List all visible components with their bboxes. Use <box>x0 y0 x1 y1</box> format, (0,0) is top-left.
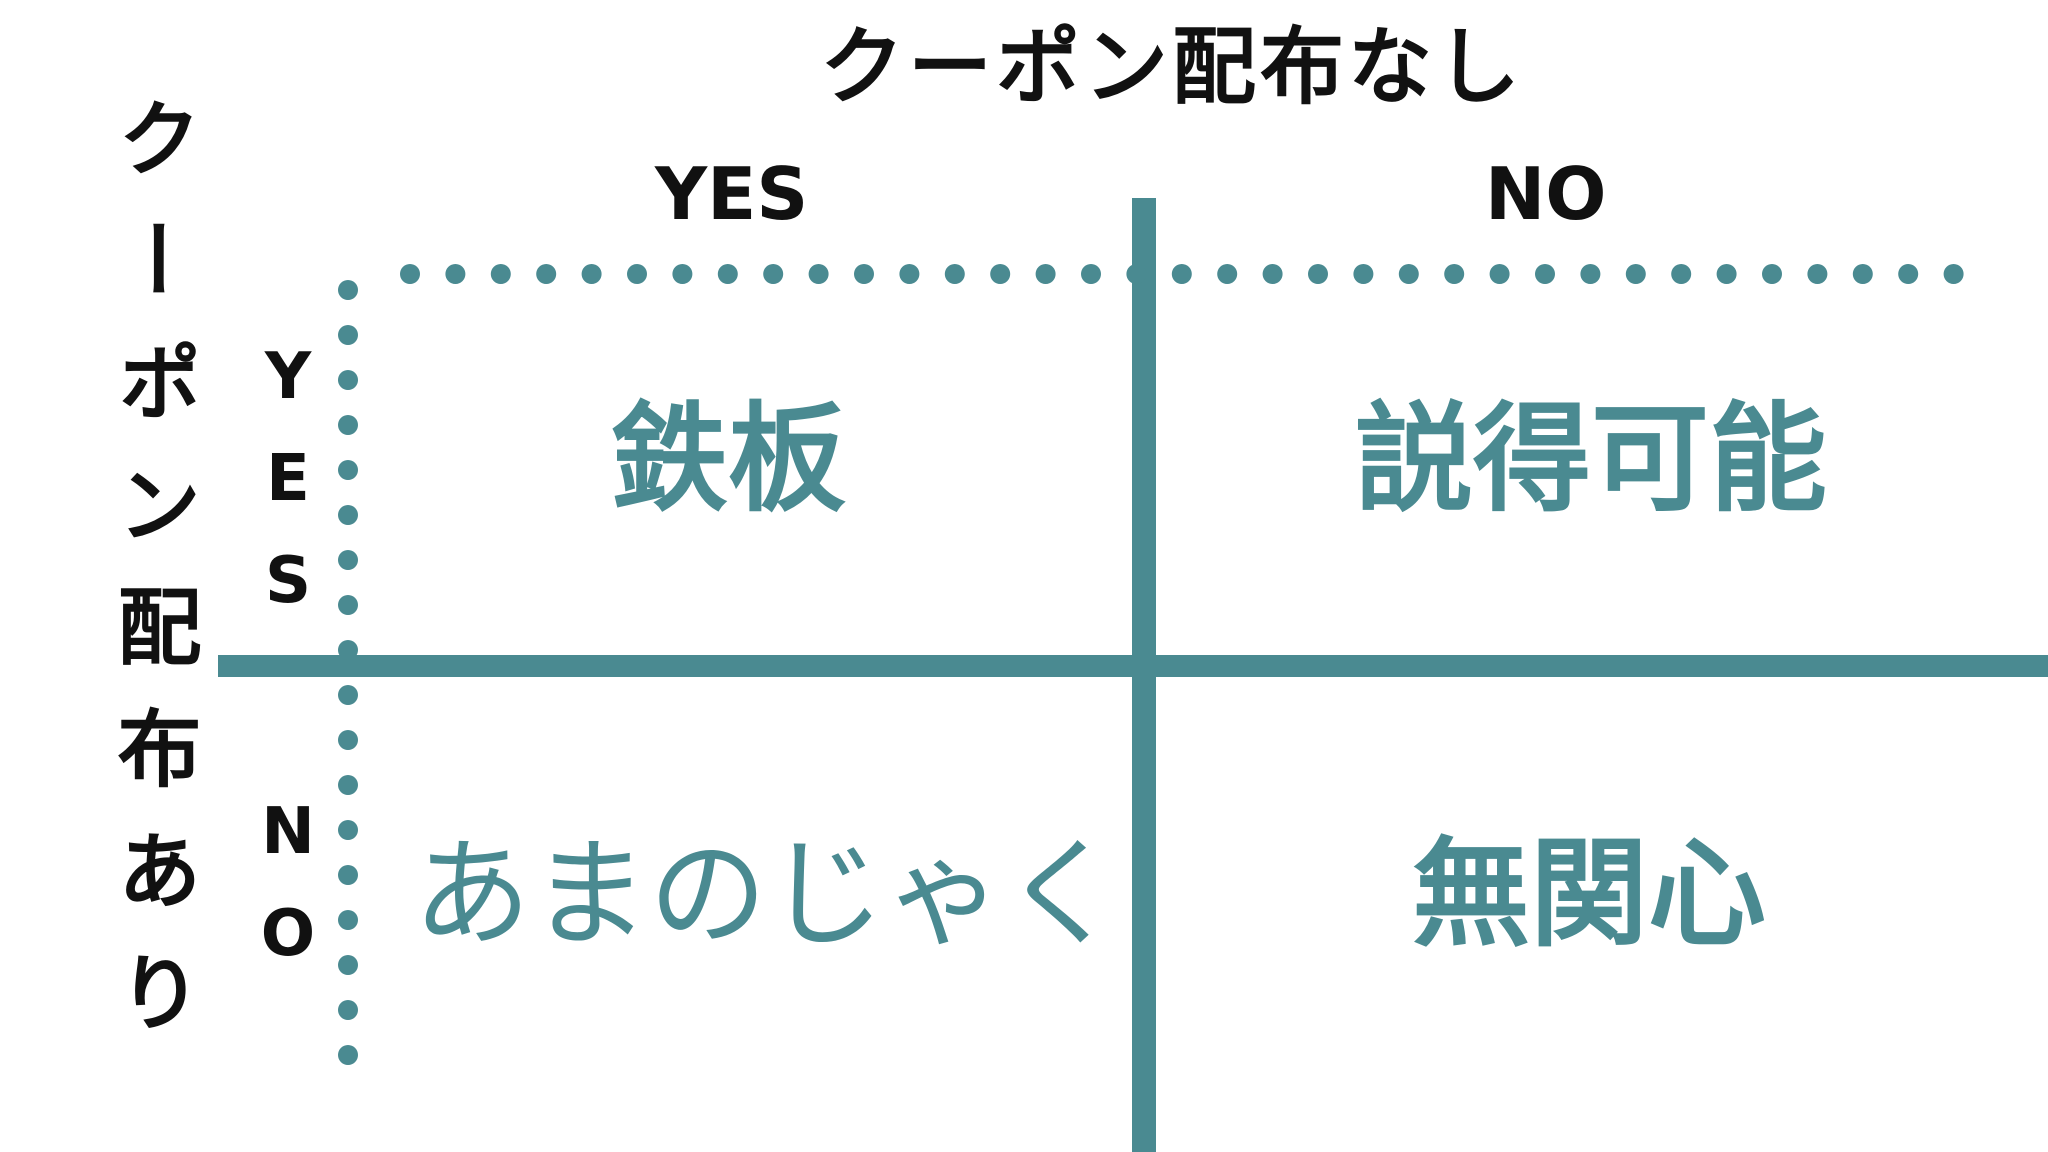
row-label-yes: YES <box>251 340 325 646</box>
top-axis-title: クーポン配布なし <box>820 18 1525 116</box>
quadrant-top-left: 鉄板 <box>610 390 847 528</box>
row-label-no: NO <box>251 795 325 999</box>
quadrant-top-right: 説得可能 <box>1355 390 1828 528</box>
column-label-no: NO <box>1485 152 1607 236</box>
left-axis-title: クーポン配布あり <box>104 95 202 1071</box>
column-label-yes: YES <box>655 152 809 236</box>
quadrant-bottom-left: あまのじゃく <box>413 825 1122 963</box>
quadrant-bottom-right: 無関心 <box>1412 825 1767 963</box>
